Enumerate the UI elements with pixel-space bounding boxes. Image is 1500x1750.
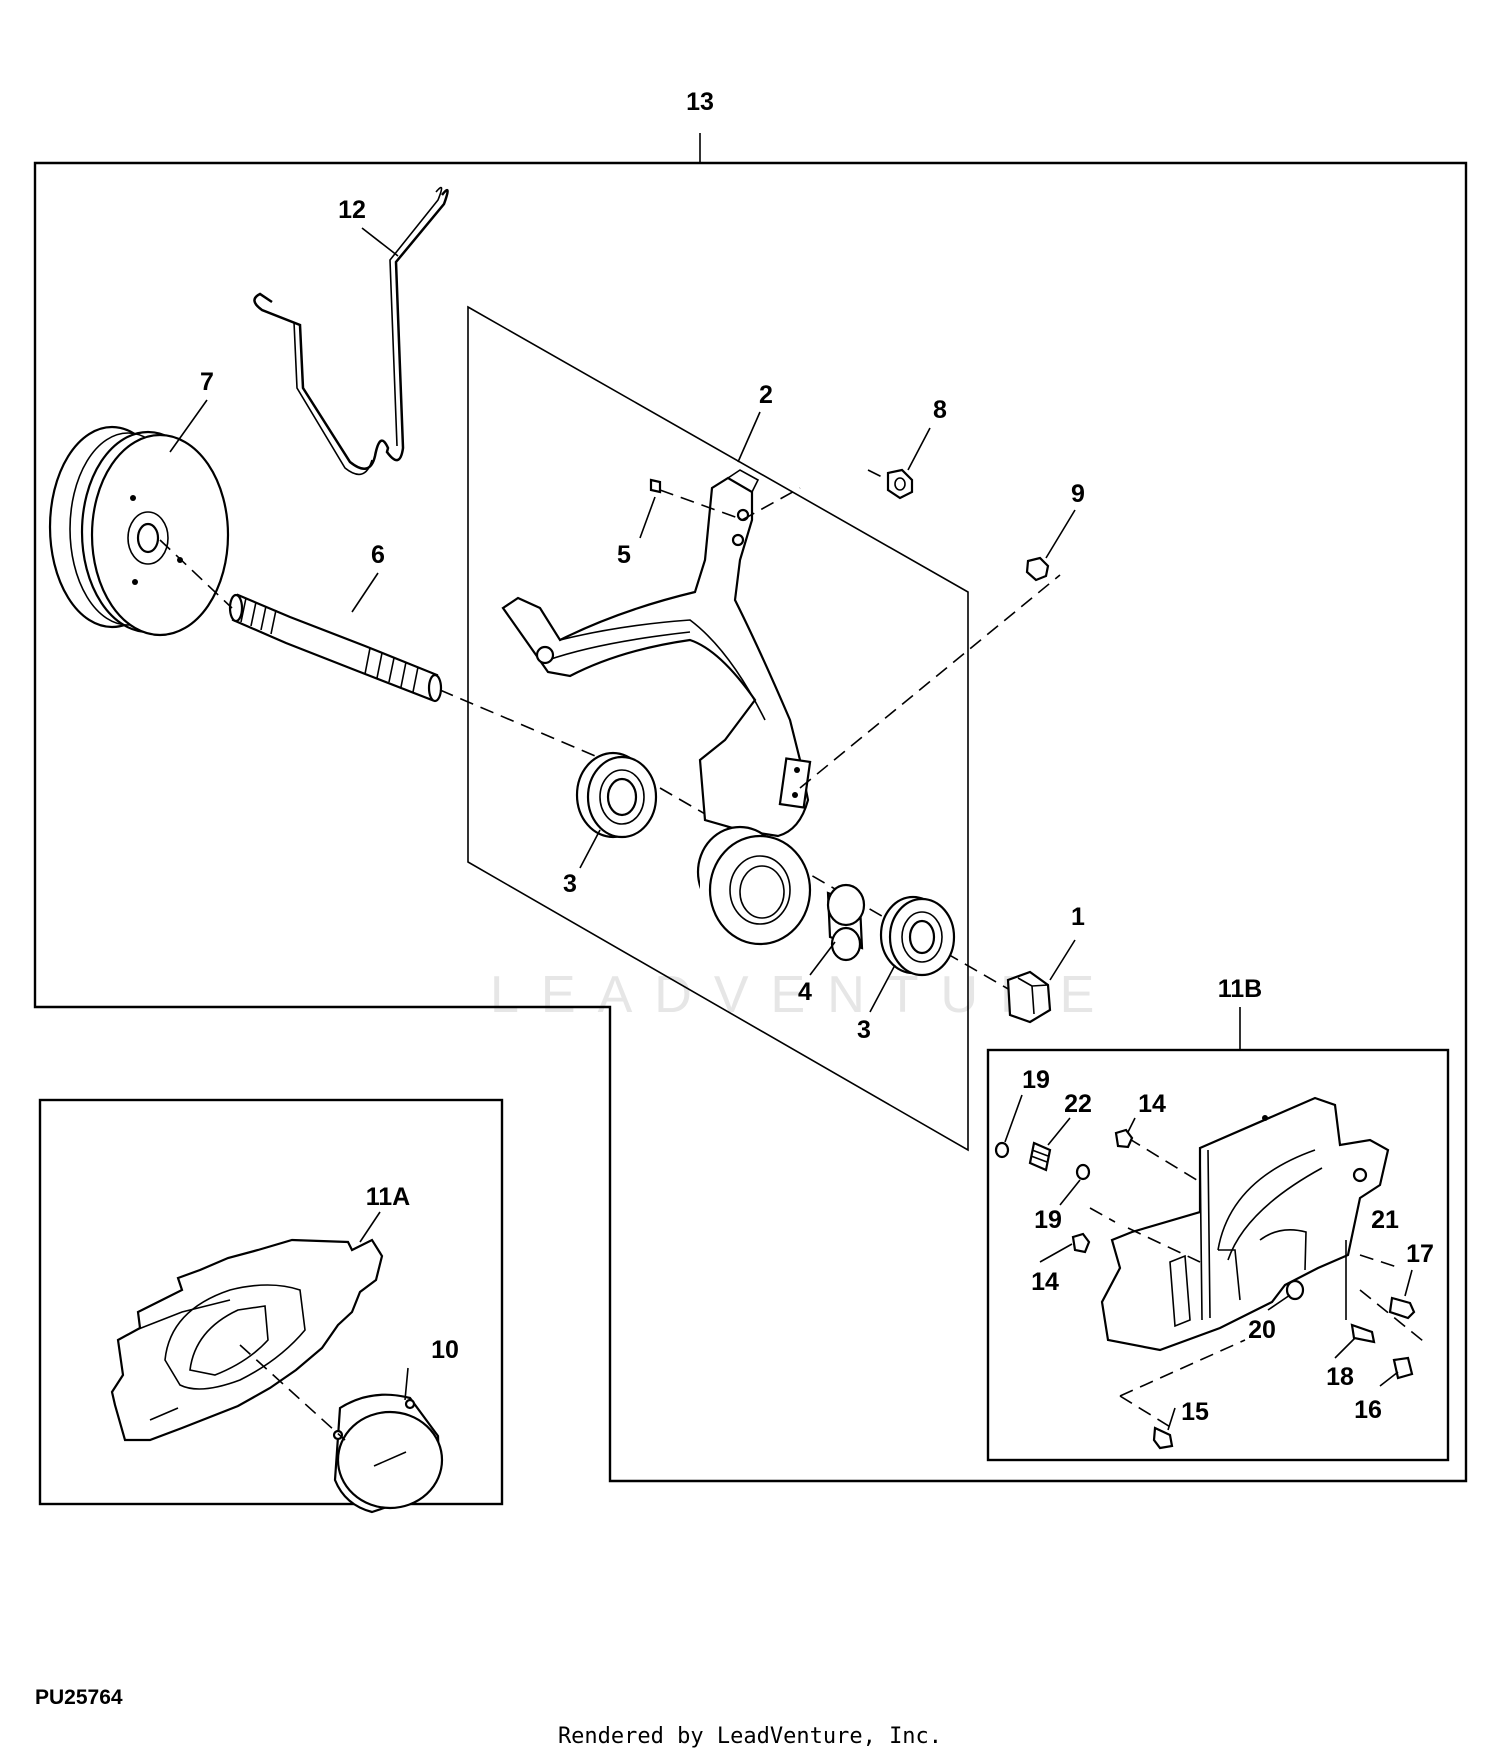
leader-12 — [361, 227, 399, 257]
axis-11B-c — [1127, 1227, 1201, 1263]
callout-3-left: 3 — [563, 870, 577, 898]
callout-9: 9 — [1071, 480, 1085, 508]
washer-19-mid — [1075, 1163, 1091, 1181]
assembly-11A-box — [38, 1098, 504, 1506]
leader-17 — [1404, 1269, 1413, 1297]
washer-19-top — [994, 1141, 1010, 1159]
bolt-15 — [1152, 1426, 1174, 1450]
axis-11B-e — [1119, 1339, 1246, 1397]
callout-12: 12 — [338, 196, 366, 224]
callout-13: 13 — [686, 88, 714, 116]
leader-7 — [169, 399, 208, 453]
leader-19a — [1004, 1094, 1023, 1143]
knob-10 — [332, 1393, 444, 1514]
axis-11A-10 — [239, 1344, 346, 1441]
callout-10: 10 — [431, 1336, 459, 1364]
callout-17: 17 — [1406, 1240, 1434, 1268]
callout-14-top: 14 — [1138, 1090, 1166, 1118]
axis-pin-arm — [659, 489, 739, 519]
pulley-7 — [48, 425, 230, 637]
shield-assembly-11B — [1100, 1096, 1390, 1352]
clip-16 — [1392, 1356, 1414, 1380]
nut-9 — [1025, 556, 1050, 582]
idler-arm-2 — [501, 469, 812, 946]
leader-14a — [1127, 1117, 1136, 1133]
arm-plane-outline — [467, 305, 969, 1152]
axis-pulley-shaft — [159, 539, 233, 609]
callout-19-mid: 19 — [1034, 1206, 1062, 1234]
leader-20 — [1267, 1294, 1291, 1311]
wire-spring-12 — [253, 186, 449, 476]
leader-3b — [869, 964, 896, 1013]
spacer-4 — [826, 883, 866, 962]
callout-5: 5 — [617, 541, 631, 569]
bolt-17 — [1388, 1296, 1416, 1320]
axis-11B-a — [1127, 1137, 1201, 1183]
leader-2 — [737, 411, 761, 463]
callout-8: 8 — [933, 396, 947, 424]
leader-1 — [1049, 939, 1076, 981]
axis-8 — [867, 469, 889, 481]
leader-11A — [359, 1211, 381, 1243]
leader-8 — [907, 427, 931, 471]
washer-20 — [1285, 1279, 1305, 1301]
assembly-13-outline — [33, 161, 1468, 1483]
shield-11A — [110, 1238, 384, 1442]
figure-id: PU25764 — [35, 1686, 123, 1709]
hex-nut-1 — [1006, 970, 1052, 1024]
callout-7: 7 — [200, 368, 214, 396]
axis-arm-9 — [799, 574, 1061, 789]
assembly-11B-box — [986, 1048, 1450, 1462]
spring-22 — [1028, 1141, 1052, 1172]
callout-22: 22 — [1064, 1090, 1092, 1118]
axis-shaft-bearing — [439, 689, 601, 759]
nut-14-bottom — [1071, 1232, 1091, 1254]
leader-16 — [1379, 1371, 1399, 1387]
leader-5 — [639, 496, 656, 539]
leader-14b — [1039, 1243, 1073, 1263]
leader-22 — [1047, 1117, 1071, 1146]
bearing-3-right — [879, 895, 956, 977]
render-credit: Rendered by LeadVenture, Inc. — [558, 1724, 942, 1749]
callout-21: 21 — [1371, 1206, 1399, 1234]
bolt-18 — [1350, 1323, 1376, 1344]
axis-11B-b — [1089, 1207, 1116, 1223]
leader-19b — [1059, 1179, 1081, 1206]
bearing-3-left — [575, 751, 658, 839]
callout-2: 2 — [759, 381, 773, 409]
watermark-text: LEADVENTURE — [490, 966, 1116, 1024]
axis-11B-d — [1359, 1254, 1401, 1269]
leader-6 — [351, 572, 379, 613]
leader-9 — [1045, 509, 1076, 559]
callout-20: 20 — [1248, 1316, 1276, 1344]
callout-1: 1 — [1071, 903, 1085, 931]
callout-11B: 11B — [1218, 975, 1262, 1003]
leader-15 — [1167, 1407, 1176, 1431]
axis-11B-f — [1119, 1395, 1173, 1429]
leader-4 — [809, 941, 836, 976]
leader-10 — [404, 1367, 409, 1401]
shaft-6 — [228, 593, 443, 703]
axis-11B-g — [1359, 1289, 1429, 1346]
callout-4: 4 — [798, 978, 812, 1006]
nut-14-top — [1114, 1128, 1134, 1149]
callout-18: 18 — [1326, 1363, 1354, 1391]
leader-3a — [579, 829, 601, 869]
axis-arm-8 — [741, 487, 801, 521]
callout-15: 15 — [1181, 1398, 1209, 1426]
callout-19-top: 19 — [1022, 1066, 1050, 1094]
leader-18 — [1334, 1337, 1356, 1359]
callout-3-right: 3 — [857, 1016, 871, 1044]
nut-8 — [886, 468, 914, 500]
callout-6: 6 — [371, 541, 385, 569]
callout-16: 16 — [1354, 1396, 1382, 1424]
pin-5 — [649, 478, 662, 494]
callout-11A: 11A — [366, 1183, 410, 1211]
callout-14-bottom: 14 — [1031, 1268, 1059, 1296]
